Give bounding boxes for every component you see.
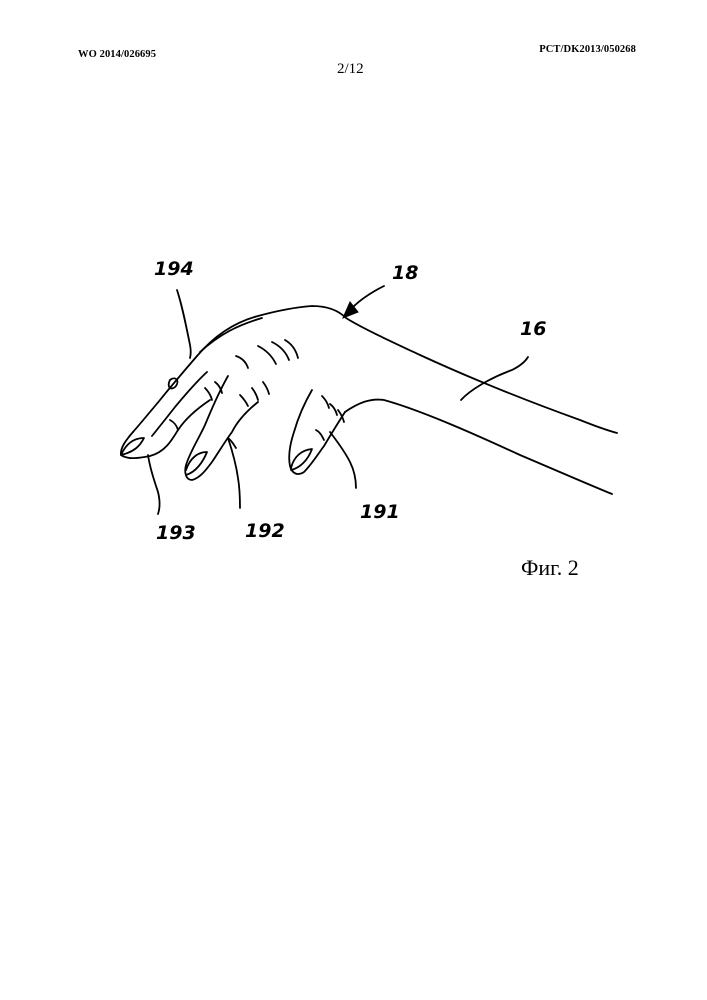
nail-193	[121, 438, 144, 455]
wrinkle-192-a	[240, 395, 248, 406]
wrinkle-193-c	[170, 420, 178, 430]
hand-back-outline	[197, 306, 617, 433]
palm-crease-b	[272, 342, 289, 360]
wrinkle-191-b	[330, 404, 337, 415]
label-193: 193	[156, 524, 196, 543]
label-194: 194	[154, 260, 194, 279]
palm-crease-a	[258, 346, 276, 364]
label-18: 18	[392, 264, 418, 283]
wrinkle-192-c	[263, 382, 269, 394]
forearm-crease	[461, 357, 528, 400]
forearm-underside	[345, 400, 612, 494]
wrinkle-193-a	[205, 388, 212, 400]
wrinkle-191-d	[316, 430, 324, 440]
label-16: 16	[520, 320, 546, 339]
figure-caption: Фиг. 2	[521, 555, 579, 581]
label-192: 192	[245, 522, 285, 541]
leader-18	[352, 286, 384, 308]
leader-194	[177, 290, 191, 358]
leader-192	[228, 438, 240, 508]
finger-191-outline	[289, 390, 345, 474]
knuckle-line	[200, 318, 262, 352]
label-191: 191	[360, 503, 400, 522]
leader-193	[148, 455, 160, 514]
wrinkle-192-b	[252, 388, 258, 400]
leader-191	[330, 432, 356, 488]
wrinkle-191-a	[322, 396, 329, 408]
palm-crease-d	[236, 356, 248, 368]
